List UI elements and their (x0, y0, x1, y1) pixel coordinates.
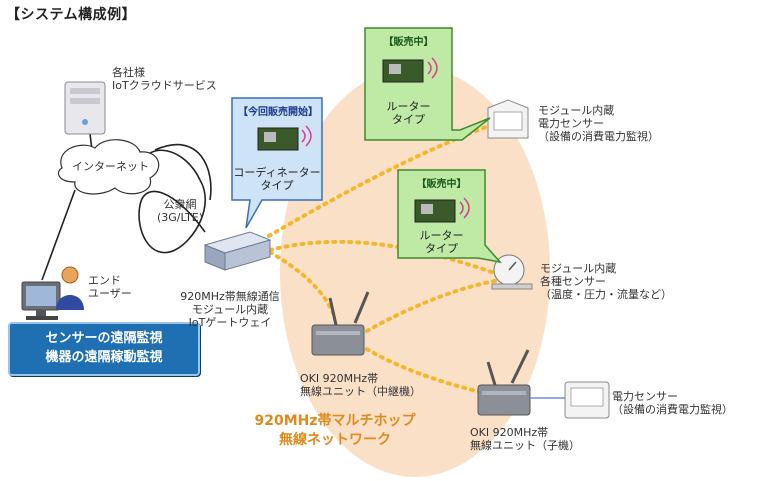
remote-monitoring-line2: 機器の遠隔稼動監視 (45, 350, 163, 365)
gateway-label: 920MHz帯無線通信 モジュール内蔵 IoTゲートウェイ (170, 290, 290, 329)
page-title: 【システム構成例】 (6, 7, 137, 23)
coordinator-callout-shape (231, 97, 323, 229)
public-net-line1: 公衆網 (163, 198, 197, 211)
various-sensor-line2: 各種センサー (540, 275, 606, 288)
gateway-device-icon (203, 231, 272, 271)
child-unit-label: OKI 920MHz帯 無線ユニット（子機） (470, 426, 580, 452)
router-top-badge: 【販売中】 (383, 37, 434, 48)
router-top-line1: ルーター (386, 100, 431, 113)
router-mid-line1: ルーター (419, 229, 464, 242)
gateway-line3: IoTゲートウェイ (188, 316, 272, 329)
module-power-line2: 電力センサー (538, 117, 604, 130)
mesh-line2: 無線ネットワーク (279, 432, 391, 448)
router-callout-mid-shape (397, 169, 502, 264)
cloud-label-line1: 各社様 (112, 66, 145, 79)
gateway-line2: モジュール内蔵 (191, 303, 269, 316)
mesh-network-title: 920MHz帯マルチホップ 無線ネットワーク (250, 412, 420, 450)
router-callout-top-shape (364, 27, 491, 141)
end-user-label: エンド ユーザー (88, 274, 132, 300)
module-power-line1: モジュール内蔵 (538, 104, 615, 117)
end-user-line1: エンド (88, 274, 121, 287)
power-sensor-line2: （設備の消費電力監視） (612, 403, 733, 416)
child-unit-icon (477, 349, 531, 416)
gateway-line1: 920MHz帯無線通信 (180, 290, 280, 303)
remote-monitoring-box: センサーの遠隔監視 機器の遠隔稼動監視 (8, 322, 200, 376)
router-mid-line2: タイプ (425, 242, 458, 255)
relay-unit-label: OKI 920MHz帯 無線ユニット（中継機） (300, 372, 421, 398)
various-sensor-line3: （温度・圧力・流量など） (540, 288, 672, 301)
coordinator-line2: タイプ (260, 179, 294, 192)
various-sensor-label: モジュール内蔵 各種センサー （温度・圧力・流量など） (540, 262, 672, 301)
cloud-server-icon (64, 81, 106, 135)
internet-label: インターネット (72, 160, 149, 173)
public-network-label: 公衆網 (3G/LTE) (150, 198, 210, 224)
relay-unit-line1: OKI 920MHz帯 (300, 372, 379, 385)
power-sensor-icon (564, 381, 610, 419)
module-power-sensor-icon (487, 99, 529, 139)
internet-cloud-icon (57, 139, 160, 195)
relay-unit-icon (311, 291, 370, 356)
power-sensor-line1: 電力センサー (612, 390, 678, 403)
end-user-pc-icon (21, 266, 84, 320)
router-top-label: ルーター タイプ (365, 100, 452, 126)
mesh-line1: 920MHz帯マルチホップ (254, 413, 416, 429)
cloud-service-label: 各社様 IoTクラウドサービス (112, 66, 217, 92)
public-net-line2: (3G/LTE) (156, 211, 204, 224)
various-sensor-icon (491, 254, 533, 290)
router-top-line2: タイプ (392, 113, 425, 126)
child-unit-line2: 無線ユニット（子機） (470, 439, 580, 452)
child-unit-line1: OKI 920MHz帯 (470, 426, 549, 439)
end-user-line2: ユーザー (88, 287, 132, 300)
module-power-line3: （設備の消費電力監視） (538, 130, 659, 143)
coordinator-line1: コーディネーター (233, 166, 321, 179)
router-mid-badge: 【販売中】 (416, 179, 467, 190)
module-power-sensor-label: モジュール内蔵 電力センサー （設備の消費電力監視） (538, 104, 659, 143)
coordinator-label: コーディネーター タイプ (232, 166, 322, 192)
coordinator-badge: 【今回販売開始】 (238, 107, 318, 118)
various-sensor-line1: モジュール内蔵 (540, 262, 617, 275)
relay-unit-line2: 無線ユニット（中継機） (300, 385, 421, 398)
remote-monitoring-line1: センサーの遠隔監視 (45, 331, 163, 346)
cloud-label-line2: IoTクラウドサービス (112, 79, 217, 92)
router-mid-label: ルーター タイプ (398, 229, 485, 255)
power-sensor-label: 電力センサー （設備の消費電力監視） (612, 390, 733, 416)
